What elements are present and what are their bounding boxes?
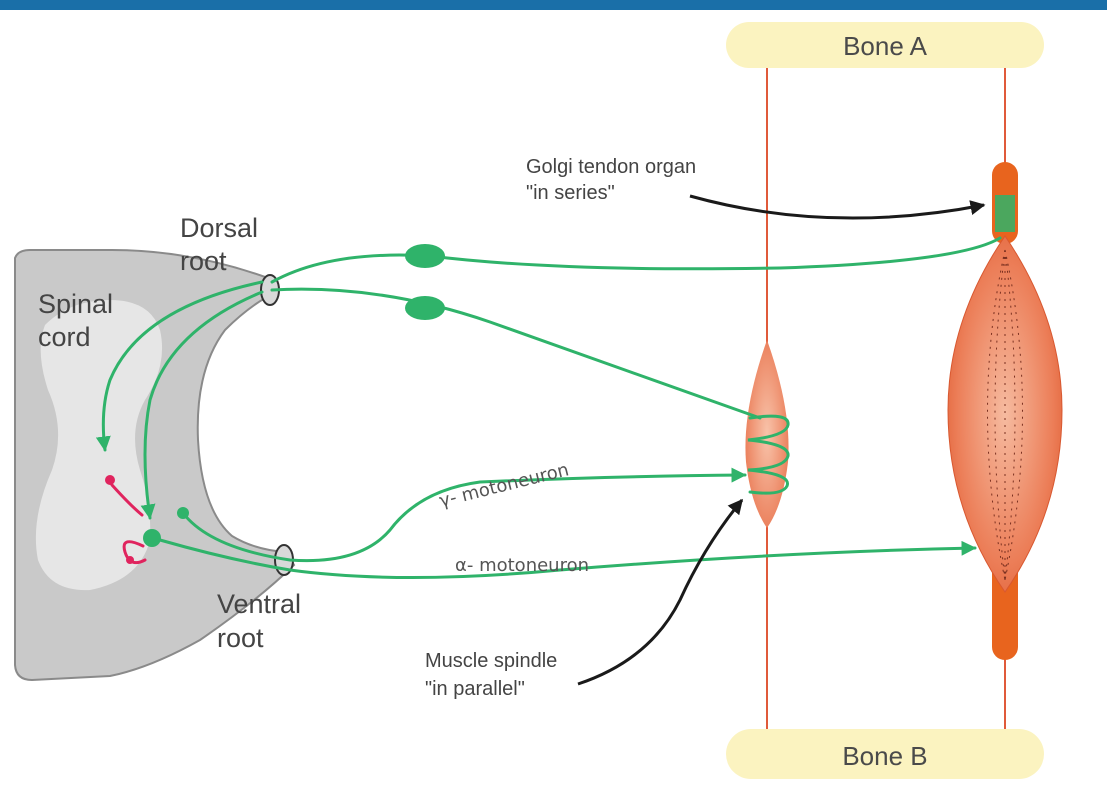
spindle-pointer-arrow bbox=[578, 500, 742, 684]
spindle-label-line2: "in parallel" bbox=[425, 678, 525, 700]
ventral-root-label-line2: root bbox=[217, 623, 264, 653]
inhibitory-terminal bbox=[126, 556, 134, 564]
dorsal-root-label-line2: root bbox=[180, 246, 227, 276]
spinal-cord-label-line1: Spinal bbox=[38, 289, 113, 319]
golgi-tendon-organ bbox=[995, 195, 1015, 232]
alpha-motoneuron-label: α- motoneuron bbox=[455, 555, 589, 576]
golgi-label-line1: Golgi tendon organ bbox=[526, 156, 696, 178]
bone-b-label: Bone B bbox=[842, 741, 927, 771]
spindle-label-line1: Muscle spindle bbox=[425, 650, 557, 672]
golgi-pointer-arrow bbox=[690, 196, 984, 218]
ventral-root-label-line1: Ventral bbox=[217, 589, 301, 619]
gamma-motoneuron-label: γ- motoneuron bbox=[437, 459, 571, 512]
dorsal-root-label-line1: Dorsal bbox=[180, 213, 258, 243]
golgi-label-line2: "in series" bbox=[526, 182, 615, 204]
alpha-motoneuron-body bbox=[143, 529, 161, 547]
spindle-ganglion-cell bbox=[405, 296, 445, 320]
golgi-afferent-fiber bbox=[272, 238, 1000, 282]
bone-a-label: Bone A bbox=[843, 31, 928, 61]
interneuron-body bbox=[105, 475, 115, 485]
golgi-ganglion-cell bbox=[405, 244, 445, 268]
spindle-afferent-fiber bbox=[272, 289, 760, 418]
muscle-spindle bbox=[745, 340, 788, 528]
spinal-cord-label-line2: cord bbox=[38, 322, 91, 352]
